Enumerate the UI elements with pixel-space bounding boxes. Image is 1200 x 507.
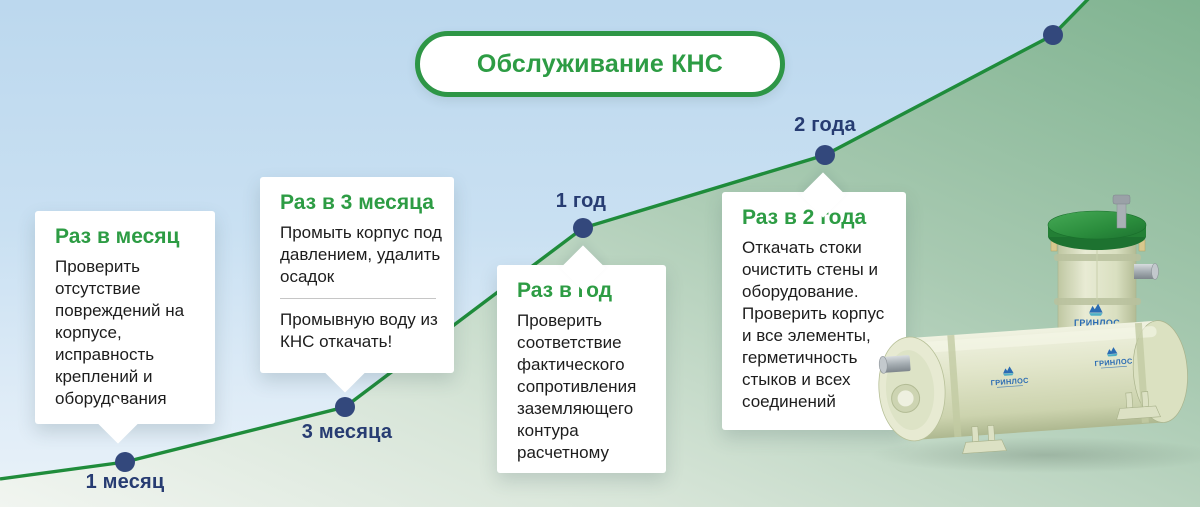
inlet-pipe (878, 355, 911, 374)
milestone-dot-extra (1043, 25, 1063, 45)
card-quarterly-header: Раз в 3 месяца (280, 191, 434, 214)
milestone-dot-2-years (815, 145, 835, 165)
card-monthly-header: Раз в месяц (55, 225, 180, 248)
tank-shadow (870, 437, 1200, 473)
card-quarterly: Раз в 3 месяца Промыть корпус под давлен… (260, 177, 454, 393)
milestone-dot-3-months (335, 397, 355, 417)
greenlos-logo-icon (1003, 366, 1014, 374)
greenlos-logo-wave (1089, 313, 1103, 316)
greenlos-logo-wave (1107, 353, 1118, 357)
milestone-dot-1-month (115, 452, 135, 472)
milestone-label-3-months: 3 месяца (301, 421, 393, 443)
vent-pipe (1112, 194, 1131, 229)
greenlos-logo-icon (1107, 347, 1118, 355)
vertical-tank: ГРИНЛОС (1047, 194, 1159, 349)
card-yearly: Раз в год Проверить соответствие фактиче… (497, 245, 666, 473)
title-pill: Обслуживание КНС (415, 31, 785, 97)
card-quarterly-divider (280, 298, 436, 300)
card-biennial-body: Откачать стоки очистить стены и оборудов… (742, 238, 885, 412)
card-biennial: Раз в 2 года Откачать стоки очистить сте… (722, 172, 906, 430)
card-quarterly-body-top: Промыть корпус под давлением, удалить ос… (280, 223, 442, 287)
greenlos-logo: ГРИНЛОС (990, 366, 1029, 388)
greenlos-logo-wave (1003, 373, 1014, 376)
card-quarterly-body-bottom: Промывную воду из КНС откачать! (280, 310, 438, 352)
milestone-label-2-years: 2 года (794, 114, 856, 136)
milestone-label-1-month: 1 месяц (85, 471, 165, 493)
greenlos-logo: ГРИНЛОС (1094, 347, 1133, 369)
card-biennial-header: Раз в 2 года (742, 206, 867, 229)
pump-station-illustration: ГРИНЛОС (870, 194, 1200, 473)
card-monthly: Раз в месяц Проверить отсутствие поврежд… (35, 211, 215, 444)
horizontal-tank: ГРИНЛОС ГРИНЛОС (878, 320, 1188, 454)
outlet-pipe (1134, 263, 1159, 280)
greenlos-brand-text: ГРИНЛОС (1074, 318, 1120, 328)
milestone-dot-1-year (573, 218, 593, 238)
greenlos-brand-text: ГРИНЛОС (1094, 356, 1133, 368)
page-title: Обслуживание КНС (476, 49, 724, 78)
milestone-label-1-year: 1 год (555, 190, 607, 212)
green-lid (1047, 210, 1147, 250)
greenlos-logo-icon (1089, 303, 1103, 313)
greenlos-brand-text: ГРИНЛОС (990, 376, 1029, 388)
card-monthly-body: Проверить отсутствие повреждений на корп… (55, 257, 185, 409)
card-yearly-body: Проверить соответствие фактического сопр… (517, 311, 637, 463)
tank-legs (962, 391, 1161, 454)
